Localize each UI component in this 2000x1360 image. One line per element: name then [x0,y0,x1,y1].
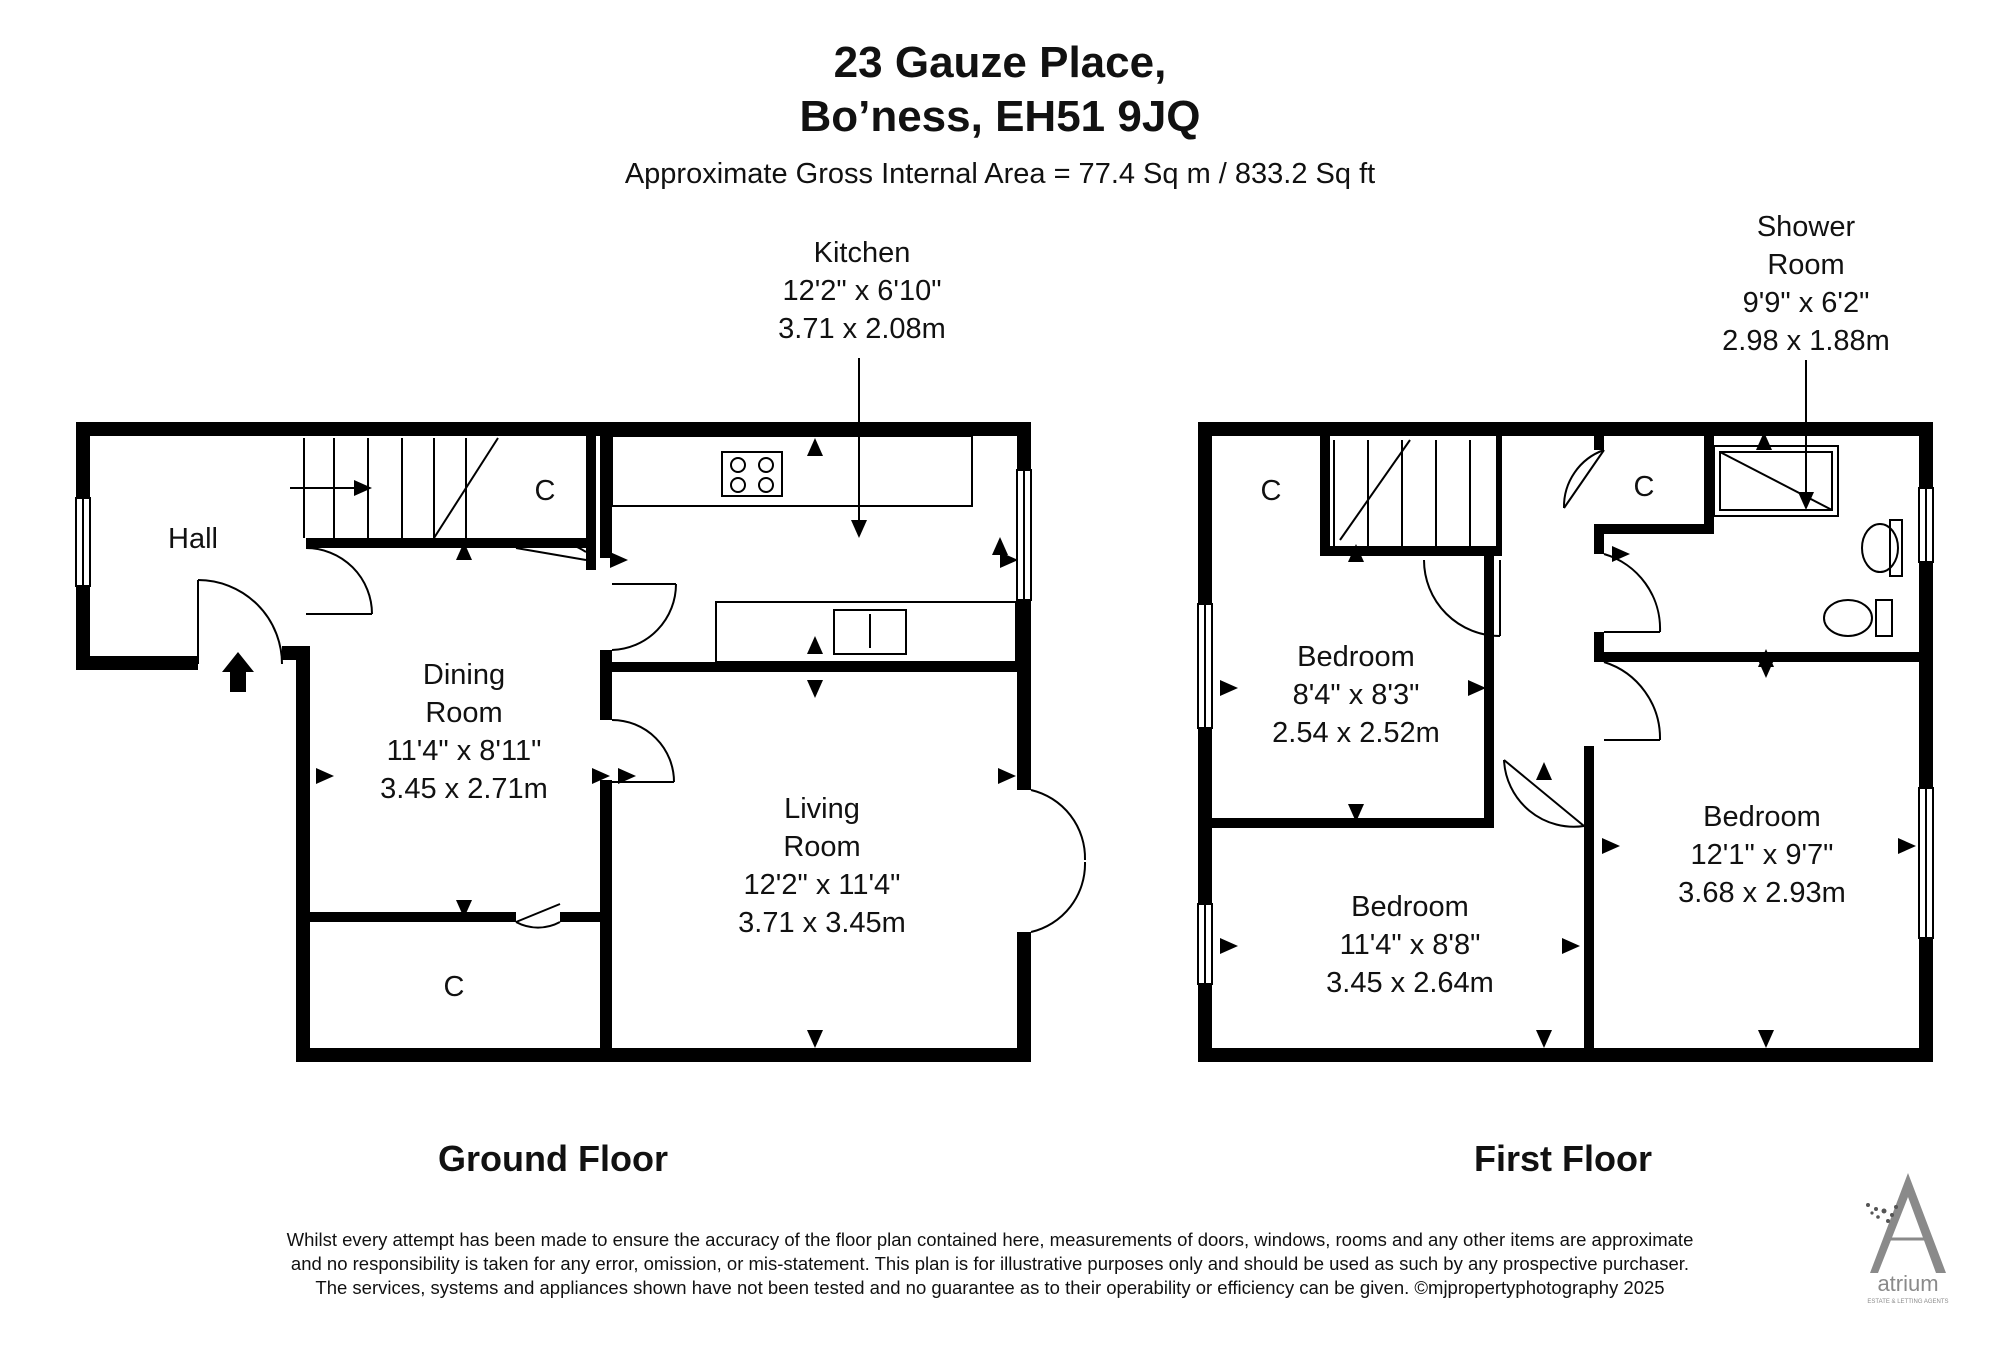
bedroom-right-metric: 3.68 x 2.93m [1678,877,1846,909]
bedroom-bottom-imperial: 11'4" x 8'8" [1340,929,1481,961]
address-line-1: 23 Gauze Place, [833,38,1167,87]
kitchen-imperial: 12'2" x 6'10" [782,275,941,307]
living-metric: 3.71 x 3.45m [738,907,906,939]
dining-metric: 3.45 x 2.71m [380,773,548,805]
shower-tray-icon [1713,445,1839,517]
bedroom-bottom-metric: 3.45 x 2.64m [1326,967,1494,999]
dining-imperial: 11'4" x 8'11" [387,735,542,767]
first-floor-label: First Floor [1474,1138,1652,1179]
hob-icon [721,451,783,497]
bedroom-small-label: Bedroom [1297,641,1415,673]
shower-metric: 2.98 x 1.88m [1722,325,1890,357]
hall-label: Hall [168,523,218,555]
kitchen-metric: 3.71 x 2.08m [778,313,946,345]
toilet-icon [1823,599,1873,637]
shower-fixtures [1713,445,1903,637]
bedroom-bottom-label: Bedroom [1351,891,1469,923]
shower-imperial: 9'9" x 6'2" [1743,287,1870,319]
hall-window [75,497,91,587]
ground-internal-doors [515,539,1087,933]
bedroom-small-imperial: 8'4" x 8'3" [1293,679,1420,711]
atrium-a-logo-icon: atrium ESTATE & LETTING AGENTS [1866,1173,1949,1305]
bedroom-right-imperial: 12'1" x 9'7" [1691,839,1834,871]
sink-icon [833,609,907,655]
cupboard-left-label: C [1261,475,1282,507]
gross-internal-area: Approximate Gross Internal Area = 77.4 S… [624,158,1376,190]
cupboard-right-label: C [1634,471,1655,503]
cupboard-top-label: C [535,475,556,507]
shower-label-1: Shower [1757,211,1856,243]
disclaimer-line-1: Whilst every attempt has been made to en… [286,1229,1694,1250]
first-floor-doors [1423,449,1662,828]
address-line-2: Bo’ness, EH51 9JQ [799,92,1201,141]
disclaimer: Whilst every attempt has been made to en… [160,1228,1820,1300]
dining-label-1: Dining [423,659,505,691]
atrium-logo: atrium ESTATE & LETTING AGENTS [1848,1165,1968,1305]
first-dimension-arrows [1220,360,1916,1048]
ground-floor-label: Ground Floor [438,1138,668,1179]
disclaimer-line-2: and no responsibility is taken for any e… [290,1253,1690,1274]
basin-icon [1861,523,1899,573]
living-label-2: Room [783,831,860,863]
living-label-1: Living [784,793,860,825]
living-imperial: 12'2" x 11'4" [744,869,901,901]
logo-text: atrium [1877,1271,1938,1296]
logo-subtext: ESTATE & LETTING AGENTS [1867,1299,1948,1305]
first-floor-windows [1197,487,1934,985]
kitchen-label: Kitchen [814,237,911,269]
entrance-arrow-icon [222,652,254,692]
disclaimer-line-3: The services, systems and appliances sho… [315,1277,1665,1298]
bedroom-small-metric: 2.54 x 2.52m [1272,717,1440,749]
ground-floor-walls [76,422,1031,1062]
kitchen-units [611,435,1017,663]
front-door [197,547,373,665]
ground-dimension-arrows [316,358,1018,1048]
shower-label-2: Room [1767,249,1844,281]
dining-label-2: Room [425,697,502,729]
first-floor-staircase [1333,439,1471,546]
bedroom-right-label: Bedroom [1703,801,1821,833]
cupboard-bottom-label: C [444,971,465,1003]
kitchen-window [1016,469,1032,601]
ground-floor-staircase [290,437,499,539]
